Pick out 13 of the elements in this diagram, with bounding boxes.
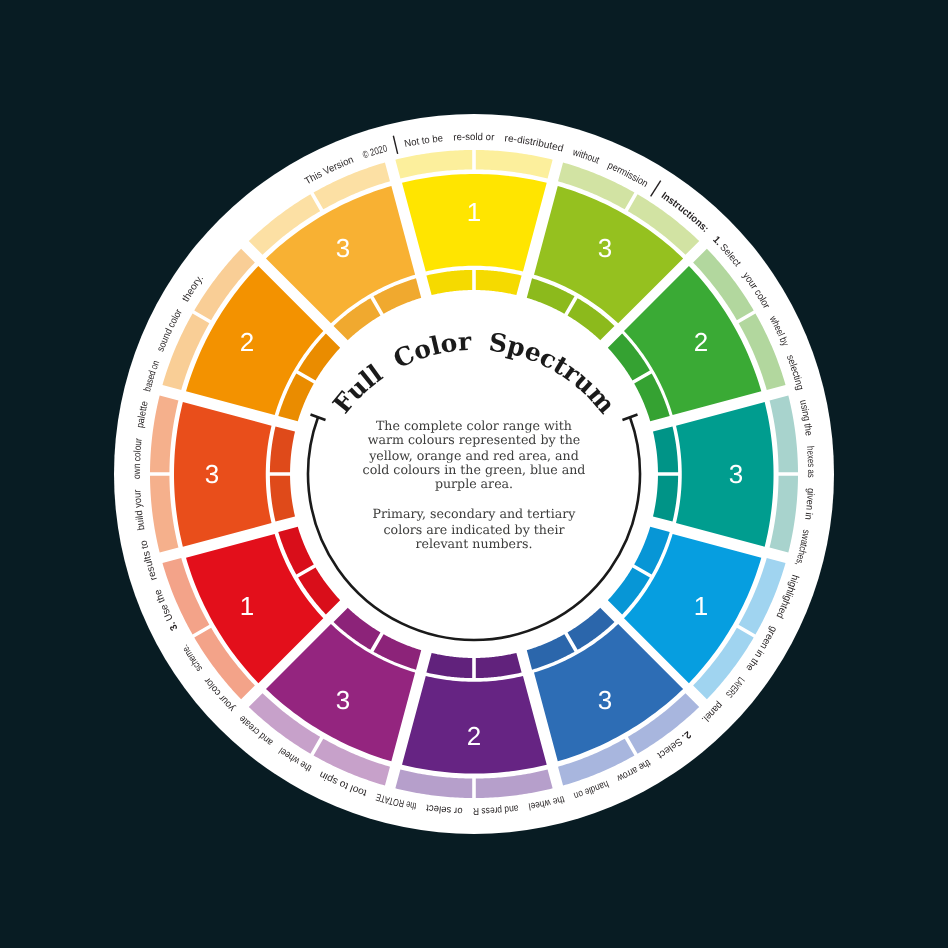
segment-number: 2	[239, 329, 255, 356]
segment-number: 1	[239, 592, 255, 618]
segment-number: 2	[693, 329, 709, 356]
heading: Color	[388, 325, 472, 374]
segment-number: 1	[466, 198, 482, 225]
segment-number: 3	[597, 234, 613, 260]
segment-number: 1	[693, 592, 709, 618]
segment-number: 3	[335, 687, 351, 714]
segment-number: 3	[597, 687, 613, 714]
segment-number: 3	[728, 460, 744, 487]
segment-number: 2	[466, 723, 482, 750]
segment-number: 3	[335, 234, 351, 260]
segment-number: 3	[204, 460, 220, 487]
